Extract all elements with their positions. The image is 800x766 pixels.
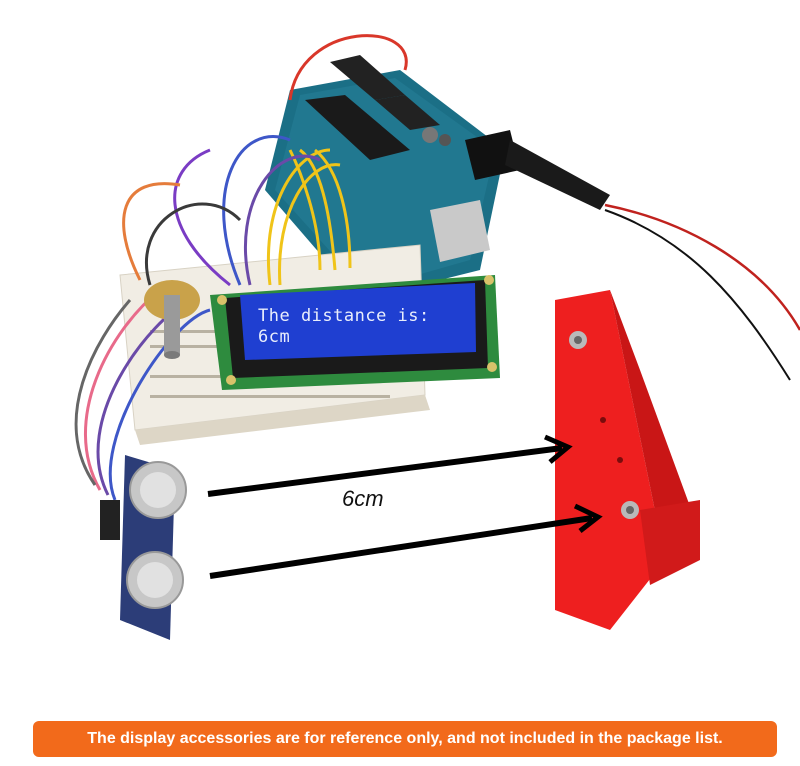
lcd-display-text: The distance is: 6cm	[258, 306, 468, 350]
lcd-line-2: 6cm	[258, 327, 291, 347]
potentiometer	[144, 280, 200, 359]
arduino-board	[265, 55, 520, 300]
disclaimer-banner: The display accessories are for referenc…	[33, 721, 777, 757]
distance-label: 6cm	[342, 486, 384, 511]
lcd-line-1: The distance is:	[258, 306, 430, 326]
power-cable	[505, 140, 800, 381]
lcd-module	[210, 275, 500, 390]
ultrasonic-sensor	[100, 455, 187, 640]
red-target-block	[555, 290, 700, 630]
disclaimer-text: The display accessories are for referenc…	[87, 730, 723, 747]
distance-arrows	[207, 434, 603, 579]
jumper-wires	[74, 135, 352, 501]
